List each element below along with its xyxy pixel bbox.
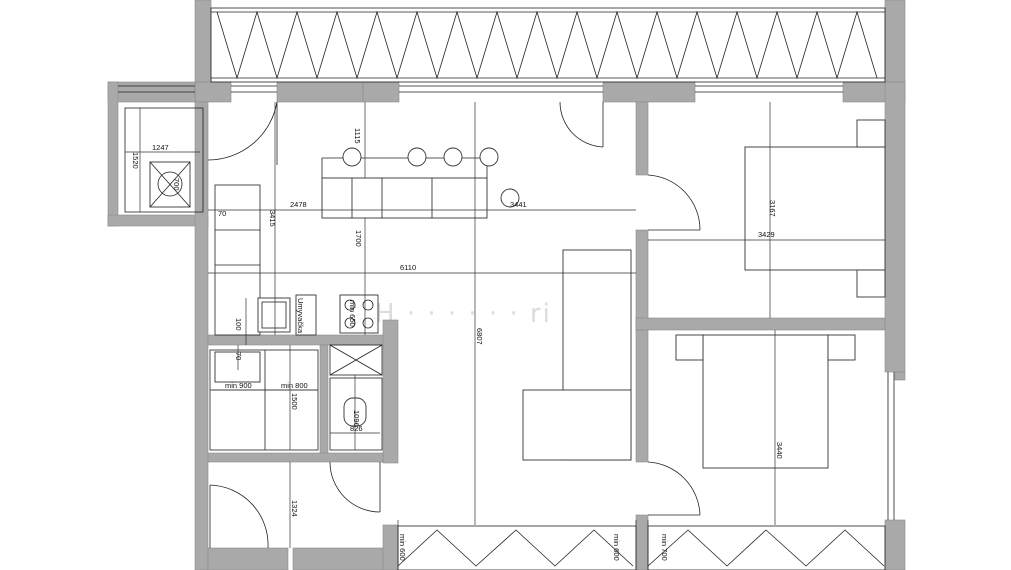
dim-1247: 1247 (152, 143, 169, 152)
dim-70a: 70 (218, 209, 226, 218)
doors (207, 101, 701, 549)
wall-bedroom2-left-low (635, 514, 649, 570)
kitchen-island (321, 147, 520, 219)
window-right (887, 372, 895, 520)
wall-bottom-core (382, 524, 399, 570)
dim-826: 826 (350, 424, 363, 433)
watermark: H · · · · · · ri (375, 299, 552, 329)
dim-min700: min 700 (660, 534, 669, 561)
dim-3415: 3415 (268, 210, 277, 227)
wall-bedroom1-left (635, 101, 649, 176)
dim-1115: 1115 (353, 128, 362, 144)
dim-3167: 3167 (768, 200, 777, 217)
dim-6110: 6110 (400, 263, 416, 272)
dim-100: 100 (234, 318, 243, 331)
stool-1 (342, 147, 362, 167)
nightstand-1b (856, 269, 886, 298)
dim-min800: min 800 (281, 381, 308, 390)
cooktop (339, 294, 379, 334)
dim-2478: 2478 (290, 200, 307, 209)
stool-3 (443, 147, 463, 167)
bedroom-1 (744, 119, 886, 298)
dim-min900: min 900 (225, 381, 252, 390)
sofa (522, 249, 632, 461)
wall-right-lower (894, 371, 906, 381)
wall-small-room-bottom (107, 214, 209, 227)
windows-top (118, 85, 843, 93)
wall-top-segment-2 (362, 81, 400, 103)
wall-top-left-post (194, 0, 212, 83)
kitchen-sink (257, 297, 291, 333)
dim-min600b: min 600 (612, 534, 621, 561)
dim-3429: 3429 (758, 230, 775, 239)
oven-label: 700 (172, 178, 181, 191)
dim-6807: 6807 (475, 328, 484, 345)
dim-min650: min 650 (348, 300, 357, 327)
door-bathroom (329, 461, 381, 513)
stool-2 (407, 147, 427, 167)
dim-1700: 1700 (354, 230, 363, 247)
dim-1520: 1520 (131, 152, 140, 169)
sofa-chaise (522, 389, 632, 461)
dimension-labels: 1247 1520 1115 2478 3441 70 3415 1700 31… (131, 128, 784, 561)
stool-5 (500, 188, 520, 208)
wall-hall-bottom-2 (292, 547, 384, 570)
dim-1096: 1096 (352, 410, 361, 427)
wall-bath-divider (319, 344, 329, 454)
bed-1 (744, 146, 886, 271)
dim-1500: 1500 (290, 393, 299, 410)
wall-top-segment-3 (602, 81, 696, 103)
dim-3441: 3441 (510, 200, 527, 209)
sink-label: Umyvačka (296, 298, 305, 334)
wall-bath-bottom (207, 452, 384, 463)
dim-min600a: min 600 (398, 534, 407, 561)
dim-1324: 1324 (290, 500, 299, 517)
stool-4 (479, 147, 499, 167)
door-entry-upper (207, 101, 278, 161)
wall-right-bottom (884, 519, 906, 570)
balcony (210, 7, 886, 83)
wall-bedroom2-left (635, 329, 649, 463)
wall-core-right (382, 319, 399, 464)
washbasin (214, 351, 261, 383)
dimension-lines (125, 102, 885, 570)
wall-small-room-left (107, 81, 119, 227)
dim-70b: 70 (234, 352, 243, 360)
small-room (124, 107, 204, 213)
wall-left-main (194, 101, 209, 570)
wall-kitchen-bottom (207, 334, 387, 346)
door-bedroom2 (647, 461, 701, 516)
wall-hall-bottom (207, 547, 289, 570)
wall-top-right-post (884, 0, 906, 83)
dishwasher (295, 294, 317, 336)
bedroom-2 (675, 334, 856, 469)
door-hall (209, 484, 269, 549)
wall-top-segment-1 (276, 81, 364, 103)
nightstand-2b (827, 334, 856, 361)
wall-bedroom1-left-low (635, 229, 649, 331)
dim-3440: 3440 (775, 442, 784, 459)
island-counter (321, 177, 488, 219)
nightstand-1a (856, 119, 886, 148)
wall-bedroom-divider (635, 317, 886, 331)
walls (107, 0, 906, 570)
wall-right (884, 81, 906, 373)
bed-2 (702, 334, 829, 469)
door-living-balcony (559, 101, 604, 148)
wall-balcony-bottom-left (194, 81, 232, 103)
kitchen-counter (214, 184, 379, 336)
nightstand-2a (675, 334, 704, 361)
door-bedroom1 (647, 174, 701, 231)
